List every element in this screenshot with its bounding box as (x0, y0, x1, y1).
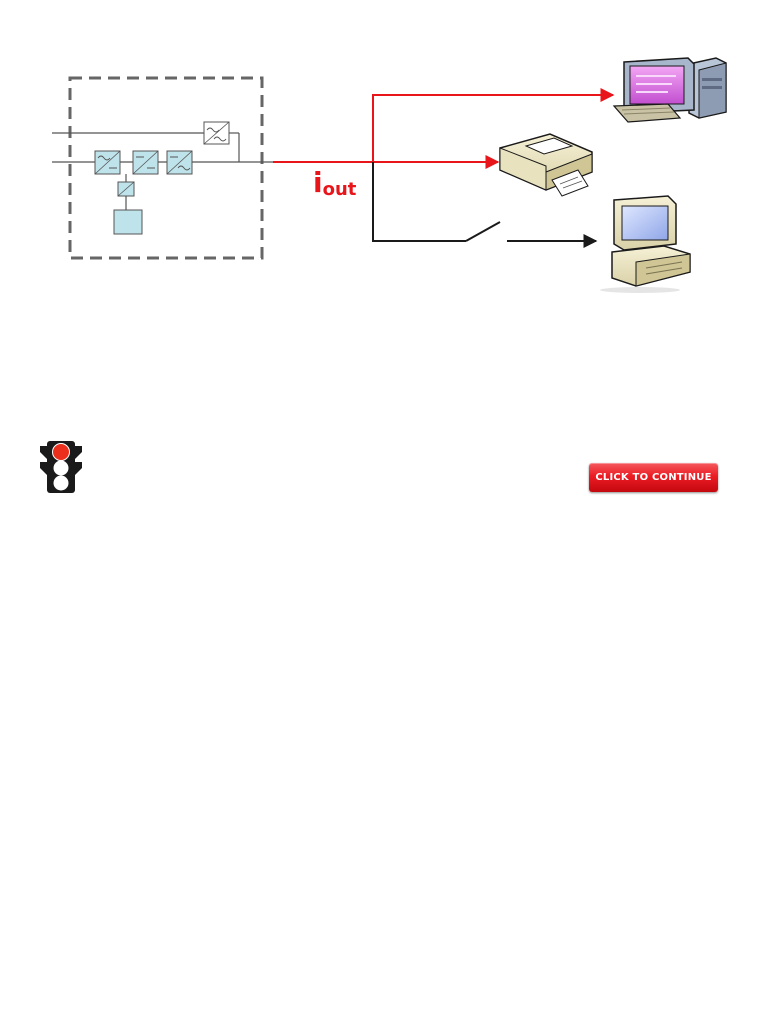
output-current-label: iout (313, 166, 357, 200)
dc-converter-module-icon (132, 150, 159, 175)
line-to-desktop (372, 88, 615, 162)
current-symbol: i (313, 166, 323, 199)
ups-dashed-border (68, 76, 264, 260)
inverter-module-icon (166, 150, 193, 175)
switch-icon (465, 221, 501, 242)
battery-module-icon (113, 209, 143, 235)
red-light (52, 443, 70, 461)
switched-branch-line (372, 162, 466, 242)
computer-icon (600, 195, 691, 293)
ups-block-diagram (52, 76, 273, 260)
click-to-continue-button[interactable]: CLICK TO CONTINUE (589, 463, 718, 492)
static-switch-module-icon (203, 121, 230, 145)
traffic-light-icon (40, 441, 82, 493)
switched-branch (372, 162, 598, 248)
amber-light (53, 460, 69, 476)
desktop-computer-icon (612, 57, 727, 123)
battery-charger-module-icon (117, 181, 135, 197)
current-subscript: out (323, 179, 357, 200)
rectifier-module-icon (94, 150, 121, 175)
green-light (53, 475, 69, 491)
output-current-path (273, 88, 615, 169)
printer-icon (499, 133, 593, 197)
power-distribution-diagram: iout (40, 57, 727, 493)
